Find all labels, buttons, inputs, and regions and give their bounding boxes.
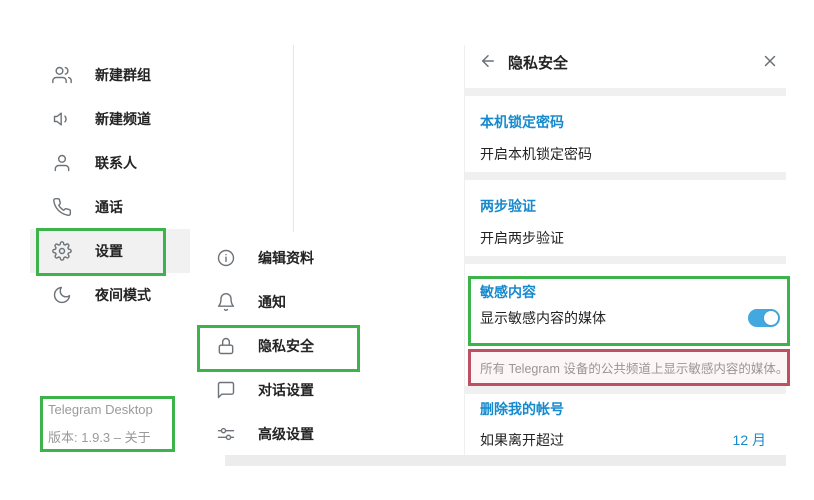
- section-divider: [465, 386, 786, 394]
- menu-item-night-mode[interactable]: 夜间模式: [30, 273, 260, 317]
- local-passcode-header: 本机锁定密码: [480, 114, 564, 130]
- version-about-text[interactable]: 版本: 1.9.3 – 关于: [48, 430, 151, 445]
- settings-menu-item-edit-profile[interactable]: 编辑资料: [196, 236, 406, 280]
- show-sensitive-media-row[interactable]: 显示敏感内容的媒体: [480, 310, 606, 326]
- edit-profile-icon: [216, 248, 236, 268]
- menu-item-new-group[interactable]: 新建群组: [30, 53, 260, 97]
- menu-item-settings[interactable]: 设置: [30, 229, 190, 273]
- if-away-for-row[interactable]: 如果离开超过: [480, 432, 564, 448]
- back-button[interactable]: [479, 52, 497, 70]
- new-channel-icon: [52, 109, 72, 129]
- calls-icon: [52, 197, 72, 217]
- enable-local-passcode-row[interactable]: 开启本机锁定密码: [480, 146, 592, 162]
- sensitive-content-header: 敏感内容: [480, 284, 536, 300]
- settings-menu-item-chat-settings[interactable]: 对话设置: [196, 368, 406, 412]
- menu-item-label: 夜间模式: [95, 287, 151, 303]
- settings-icon: [52, 241, 72, 261]
- menu-item-new-channel[interactable]: 新建频道: [30, 97, 260, 141]
- delete-account-header: 删除我的帐号: [480, 401, 564, 417]
- settings-menu-item-label: 通知: [258, 294, 286, 310]
- section-divider: [465, 88, 786, 96]
- night-mode-icon: [52, 285, 72, 305]
- panel-title: 隐私安全: [508, 55, 569, 72]
- sensitive-content-toggle[interactable]: [748, 309, 780, 327]
- section-divider: [465, 172, 786, 180]
- menu-item-label: 新建频道: [95, 111, 151, 127]
- menu-item-calls[interactable]: 通话: [30, 185, 260, 229]
- two-step-header: 两步验证: [480, 198, 536, 214]
- menu-item-contacts[interactable]: 联系人: [30, 141, 260, 185]
- contacts-icon: [52, 153, 72, 173]
- menu-edge-divider: [293, 45, 294, 232]
- notifications-icon: [216, 292, 236, 312]
- settings-menu-item-label: 编辑资料: [258, 250, 314, 266]
- advanced-settings-icon: [216, 424, 236, 444]
- toggle-knob: [764, 311, 778, 325]
- settings-menu-item-label: 隐私安全: [258, 338, 314, 354]
- bottom-divider: [225, 455, 786, 466]
- chat-settings-icon: [216, 380, 236, 400]
- menu-item-label: 设置: [95, 243, 123, 259]
- settings-menu-item-notifications[interactable]: 通知: [196, 280, 406, 324]
- menu-item-label: 通话: [95, 199, 123, 215]
- if-away-for-value[interactable]: 12 月: [732, 432, 766, 448]
- app-name-text: Telegram Desktop: [48, 402, 153, 417]
- menu-item-label: 新建群组: [95, 67, 151, 83]
- section-divider: [465, 256, 786, 264]
- settings-menu-item-advanced[interactable]: 高级设置: [196, 412, 406, 456]
- new-group-icon: [52, 65, 72, 85]
- panel-edge-divider: [464, 45, 465, 455]
- settings-menu-item-label: 高级设置: [258, 426, 314, 442]
- sensitive-content-caption: 所有 Telegram 设备的公共频道上显示敏感内容的媒体。: [480, 362, 789, 376]
- enable-two-step-row[interactable]: 开启两步验证: [480, 230, 564, 246]
- settings-menu-item-label: 对话设置: [258, 382, 314, 398]
- close-button[interactable]: [761, 52, 779, 70]
- privacy-lock-icon: [216, 336, 236, 356]
- settings-menu-item-privacy[interactable]: 隐私安全: [196, 324, 406, 368]
- menu-item-label: 联系人: [95, 155, 137, 171]
